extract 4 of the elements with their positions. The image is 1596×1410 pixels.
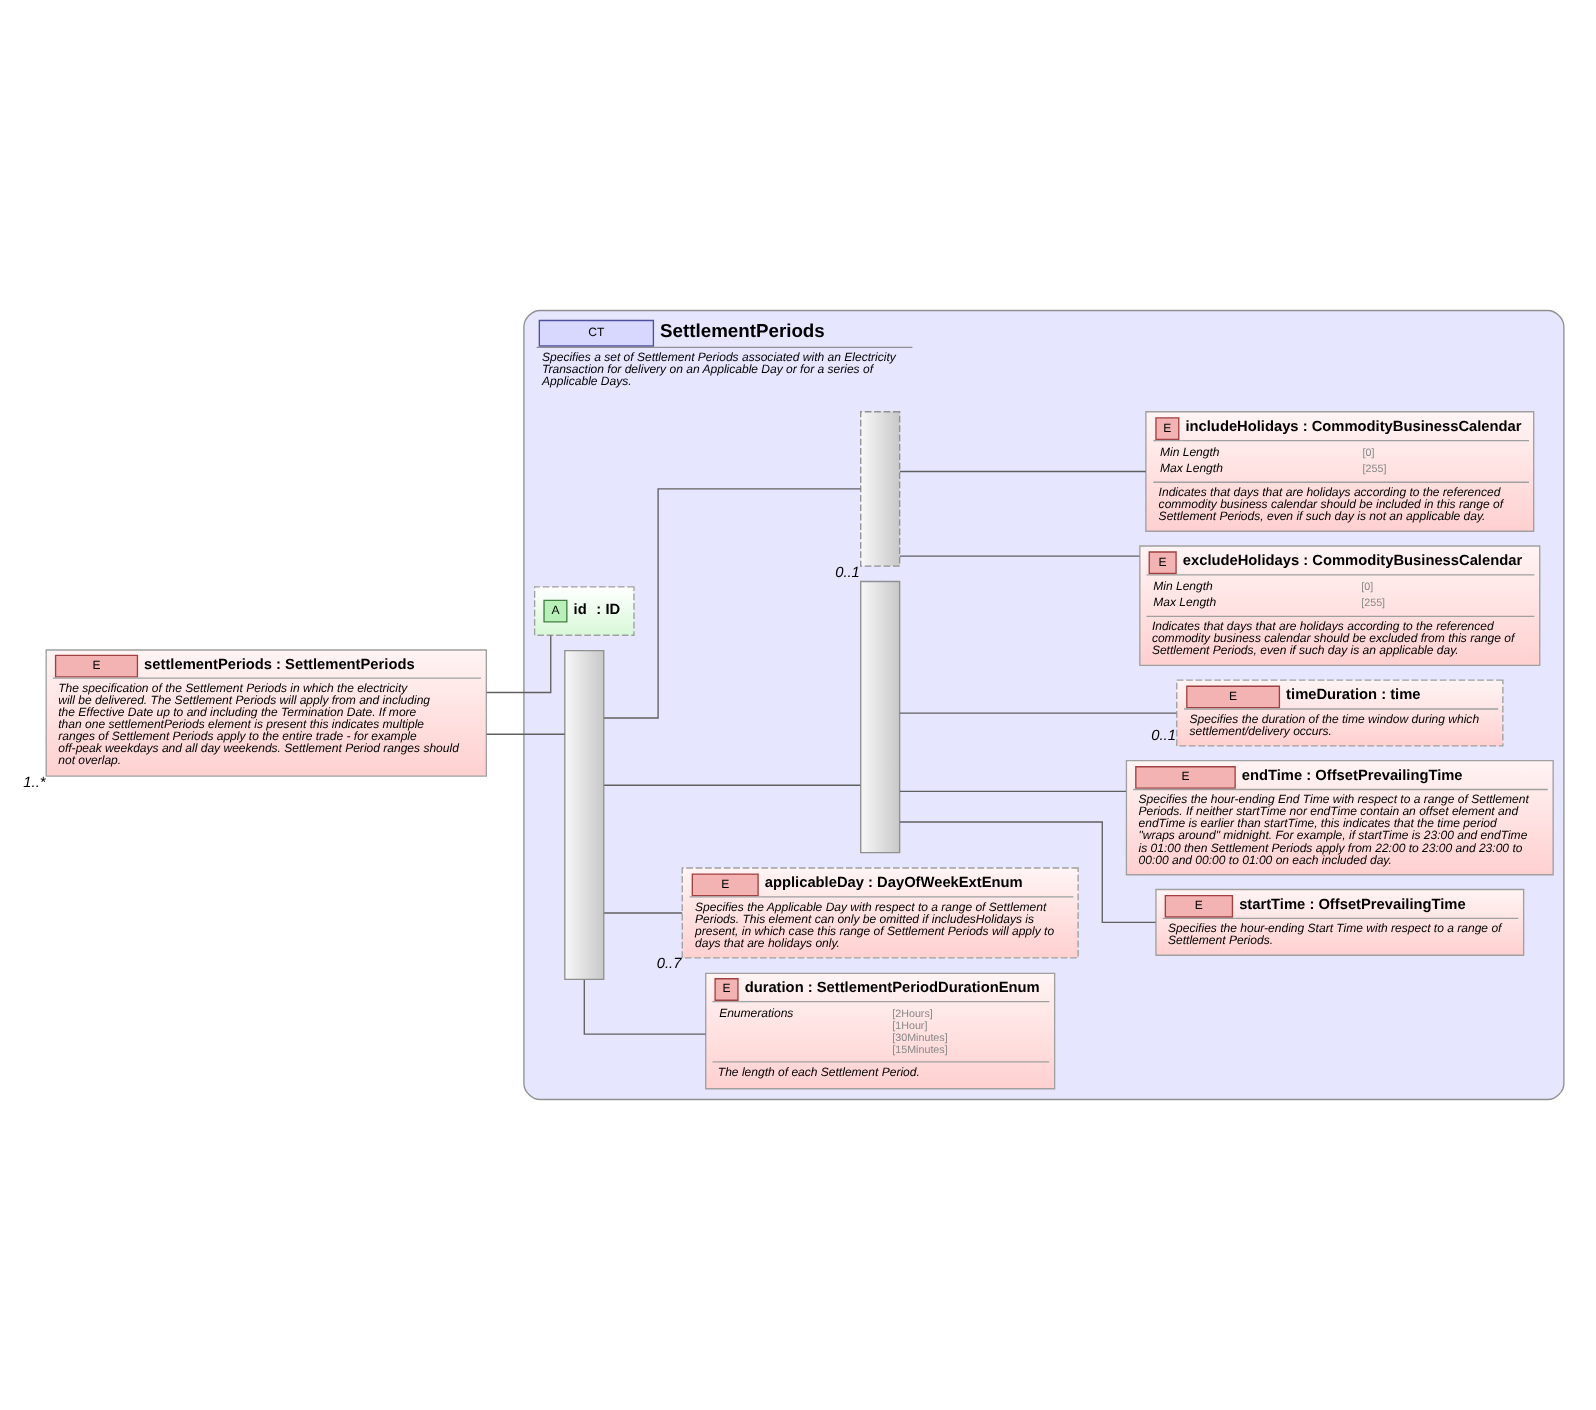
node-label: 0..1 bbox=[834, 562, 859, 581]
node-label: 1..* bbox=[22, 772, 45, 791]
node-label: 0..1 bbox=[1150, 726, 1175, 745]
node-label: 0..7 bbox=[655, 954, 681, 973]
